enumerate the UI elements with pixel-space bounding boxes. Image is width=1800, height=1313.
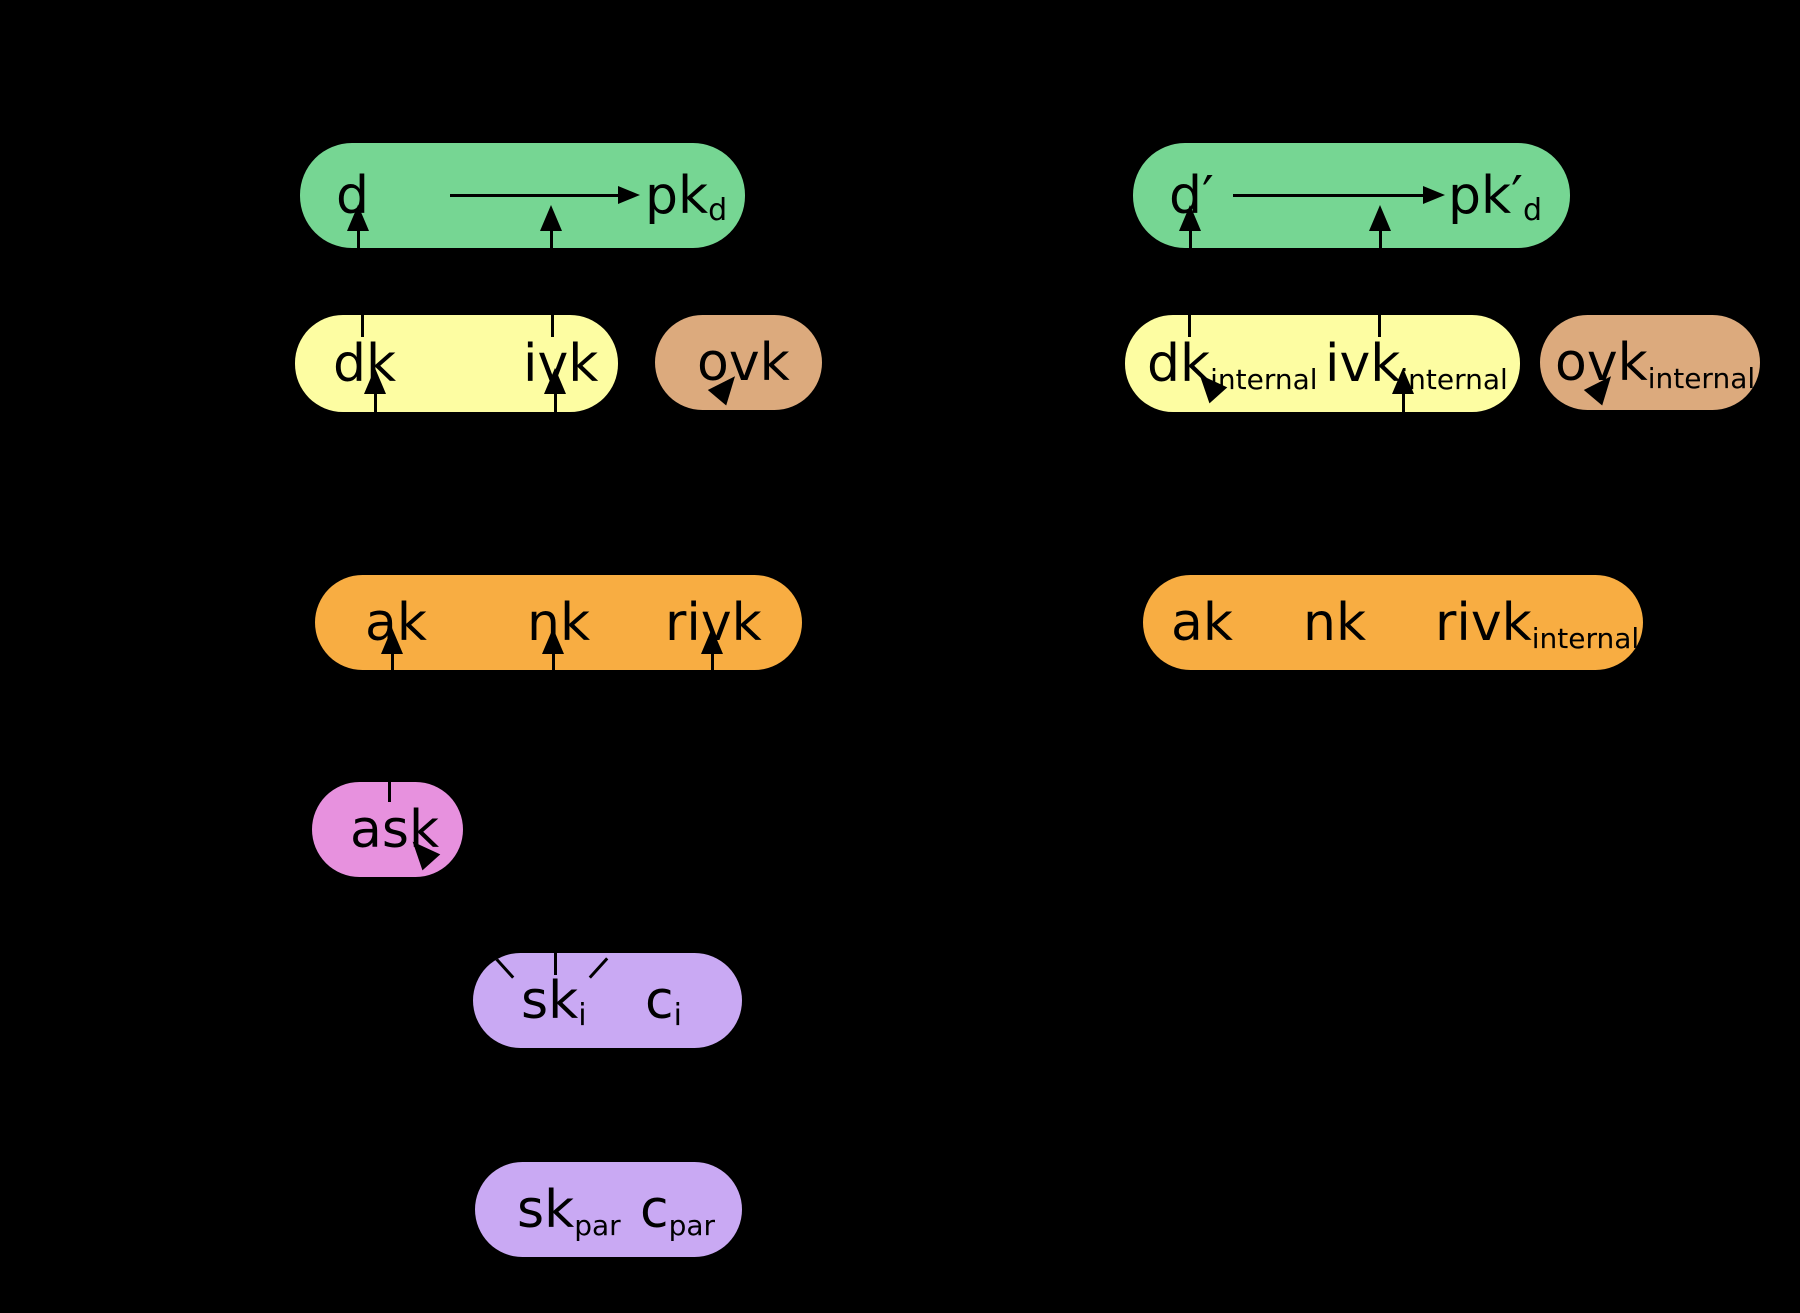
label-ivk: ivk (523, 333, 599, 394)
edge-stub (388, 782, 391, 802)
edge-stub (1402, 392, 1405, 412)
edge-stub (711, 652, 714, 670)
pill-ovk: ovk (655, 315, 822, 410)
up-arrowhead-icon (544, 368, 566, 394)
up-arrowhead-icon (540, 205, 562, 231)
edge-stub (554, 953, 557, 975)
pill-viewing-keys: dk ivk (295, 315, 618, 412)
up-arrowhead-icon (1392, 368, 1414, 394)
edge-stub (588, 957, 609, 979)
edge-stub (1379, 229, 1382, 248)
up-arrowhead-icon (1369, 205, 1391, 231)
up-arrowhead-icon (381, 628, 403, 654)
edge-stub (1378, 315, 1381, 337)
label-ovk: ovk (697, 332, 790, 393)
derive-arrow-line (450, 194, 618, 197)
label-pk-prime-d: pk′d (1448, 165, 1542, 229)
pill-ask: ask (312, 782, 463, 877)
edge-stub (1188, 315, 1191, 337)
edge-stub (361, 315, 364, 337)
edge-stub (554, 392, 557, 412)
edge-stub (374, 392, 377, 412)
up-arrowhead-icon (347, 205, 369, 231)
label-ask: ask (350, 799, 440, 860)
pill-full-viewing-key: ak nk rivk (315, 575, 802, 670)
label-nk-internal: nk (1303, 592, 1367, 653)
edge-stub (551, 315, 554, 337)
edge-stub (391, 652, 394, 670)
edge-stub (494, 957, 515, 979)
edge-stub (552, 652, 555, 670)
derive-arrowhead-icon (618, 186, 640, 204)
up-arrowhead-icon (701, 628, 723, 654)
label-dk: dk (333, 333, 397, 394)
edge-stub (550, 229, 553, 248)
label-ak: ak (365, 592, 427, 653)
derive-arrowhead-icon (1423, 186, 1445, 204)
up-arrowhead-icon (542, 628, 564, 654)
derive-arrow-line (1233, 194, 1423, 197)
edge-stub (357, 229, 360, 248)
pill-address-internal: d′ pk′d (1133, 143, 1570, 248)
label-ak-internal: ak (1171, 592, 1233, 653)
label-d: d (336, 165, 370, 226)
up-arrowhead-icon (364, 368, 386, 394)
edge-stub (1189, 229, 1192, 248)
up-arrowhead-icon (1179, 205, 1201, 231)
label-nk: nk (527, 592, 591, 653)
